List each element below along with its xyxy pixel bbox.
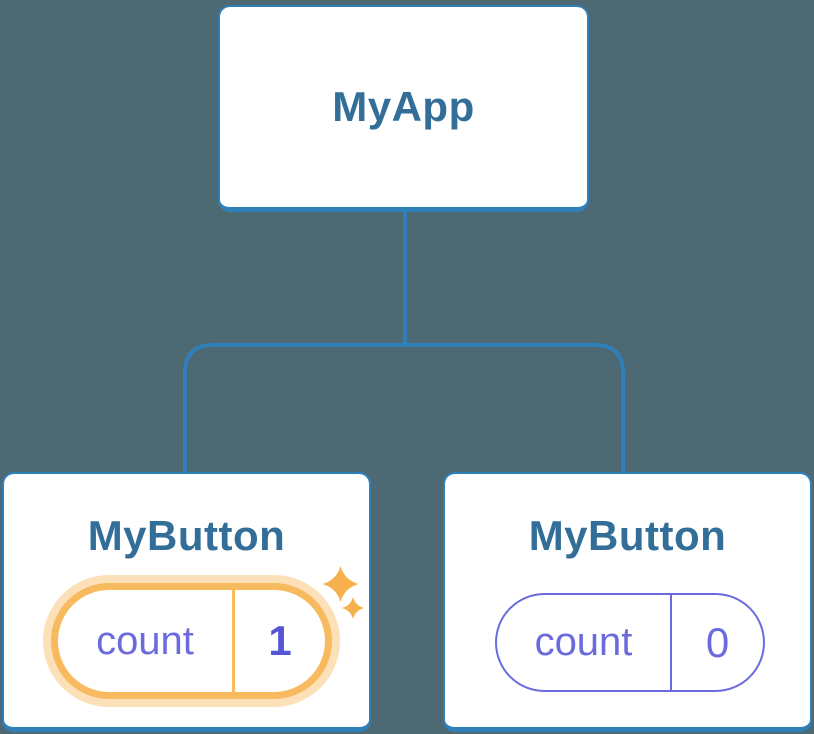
state-key-label: count [534,620,633,664]
node-mybutton-normal-label: MyButton [528,512,727,559]
state-pill-updated: count 1 [51,583,332,699]
node-mybutton-updated-label: MyButton [87,512,286,559]
state-pill-normal: count 0 [495,593,765,692]
state-value: 1 [268,617,292,664]
node-myapp-label: MyApp [332,83,475,130]
state-key-label: count [96,618,194,663]
state-pill-divider [232,590,235,692]
node-myapp: MyApp [218,5,589,212]
node-mybutton-normal: MyButton count 0 [443,472,812,732]
node-mybutton-updated: MyButton count 1 [2,472,371,732]
state-pill-divider [670,595,672,690]
sparkle-icon [322,566,364,619]
state-value: 0 [705,618,730,666]
